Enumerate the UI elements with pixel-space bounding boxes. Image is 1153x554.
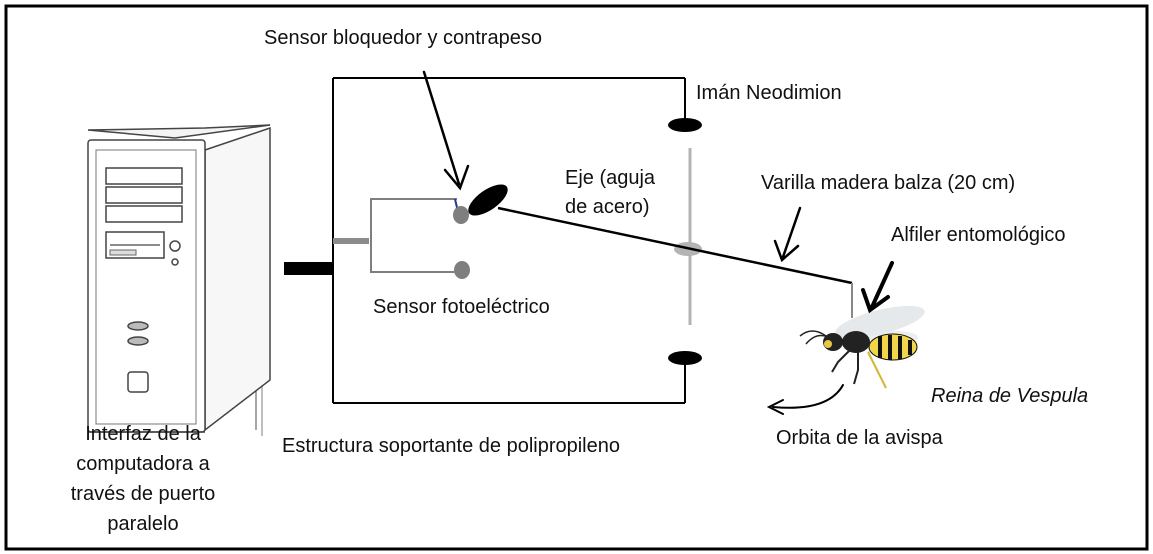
label-orbita: Orbita de la avispa xyxy=(776,427,944,449)
top-magnet xyxy=(668,118,702,132)
label-reina: Reina de Vespula xyxy=(931,385,1088,407)
label-interfaz-line4: paralelo xyxy=(107,513,178,535)
label-sensor-bloqueador: Sensor bloquedor y contrapeso xyxy=(264,27,542,49)
label-interfaz-line2: computadora a xyxy=(76,453,210,475)
arrow-sensor-bloqueador xyxy=(422,70,461,186)
wasp-icon xyxy=(799,305,925,389)
arrows xyxy=(422,70,894,415)
label-eje-line2: de acero) xyxy=(565,196,650,218)
label-interfaz-line1: Interfaz de la xyxy=(85,423,202,445)
figure-border xyxy=(4,4,1149,551)
bottom-magnet xyxy=(668,351,702,365)
photoelectric-sensor xyxy=(333,198,470,279)
label-sensor-foto: Sensor fotoeléctrico xyxy=(373,296,550,318)
arrow-alfiler xyxy=(870,261,894,309)
arrow-orbita xyxy=(772,384,844,409)
parallel-port-connector xyxy=(284,262,332,275)
label-alfiler: Alfiler entomológico xyxy=(891,224,1066,246)
label-interfaz-line3: través de puerto xyxy=(71,483,216,505)
arrow-varilla xyxy=(781,206,802,259)
computer-tower-icon xyxy=(87,124,271,436)
label-estructura: Estructura soportante de polipropileno xyxy=(282,435,620,457)
support-frame xyxy=(332,77,686,404)
label-eje-line1: Eje (aguja xyxy=(565,167,656,189)
counterweight xyxy=(468,184,508,216)
balsa-rod xyxy=(497,206,853,285)
label-varilla: Varilla madera balza (20 cm) xyxy=(761,172,1015,194)
label-iman: Imán Neodimion xyxy=(696,82,842,104)
